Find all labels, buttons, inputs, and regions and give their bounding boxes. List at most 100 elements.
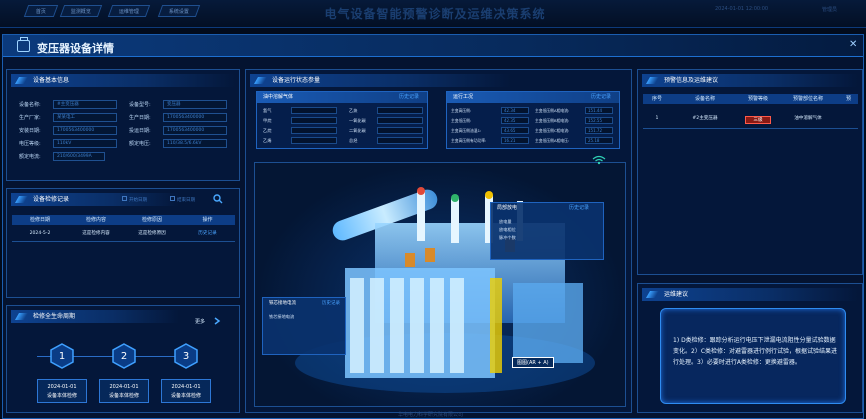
- footer-text: 华电电力科学研究院有限公司: [398, 412, 464, 418]
- step-date: 2024-01-01: [109, 384, 139, 390]
- condition-value: 42.35: [501, 117, 529, 124]
- condition-value: 16.21: [501, 137, 529, 144]
- gas-item-label: 二氧化碳: [349, 128, 366, 133]
- condition-label: 主变高压侧有功功率:: [451, 138, 487, 143]
- step-number: 2: [120, 350, 128, 362]
- maint-reason-cell: 这是检修原因: [138, 231, 166, 236]
- advice-title: 运维建议: [642, 288, 858, 301]
- warning-level-badge: 三级: [745, 116, 771, 124]
- col-maint-action: 操作: [180, 215, 235, 225]
- condition-label: 主变低压侧B相电流:: [535, 118, 570, 123]
- col-maint-date: 检修日期: [12, 215, 68, 225]
- field-value: 某某电工: [53, 113, 117, 122]
- col-more: 预: [839, 94, 858, 104]
- step-date: 2024-01-01: [47, 384, 77, 390]
- maint-content-cell: 这是检修内容: [82, 231, 110, 236]
- gas-item-value: [291, 127, 337, 134]
- maintenance-title: 设备检修记录: [11, 193, 179, 206]
- top-nav-bar: 首页 监测概览 运维管理 系统设置 电气设备智能预警诊断及运维决策系统 2024…: [0, 0, 866, 28]
- discharge-item: 放电相位: [499, 227, 516, 232]
- step-number: 3: [182, 350, 190, 362]
- iron-history-link[interactable]: 历史记录: [322, 301, 340, 306]
- user-label[interactable]: 管理员: [822, 7, 838, 13]
- advice-box: 1) D类检修：跟踪分析运行电压下泄漏电流阻性分量试验数据变化。2）C类检修：对…: [660, 308, 846, 404]
- step-label: 设备本体检修: [46, 393, 77, 399]
- nav-tab-settings[interactable]: 系统设置: [157, 5, 201, 17]
- condition-value: 43.65: [501, 127, 529, 134]
- start-date-input[interactable]: 开始日期: [119, 196, 157, 204]
- discharge-item: 脉冲个数: [499, 235, 516, 240]
- gas-item-value: [377, 107, 423, 114]
- warning-device-cell: #2主变压器: [692, 116, 718, 121]
- nav-tab-home[interactable]: 首页: [23, 5, 59, 17]
- step-number: 1: [58, 350, 66, 362]
- gas-subpanel: 油中溶解气体历史记录 氢气甲烷乙烷乙烯乙炔一氧化碳二氧化碳总烃: [256, 91, 428, 149]
- maintenance-record-panel: 设备检修记录 开始日期 结束日期 检修日期 检修内容 检修原因 操作 2024-…: [6, 188, 240, 298]
- field-label: 设备名称:: [19, 102, 41, 108]
- condition-value: 151.44: [585, 107, 613, 114]
- phase-label: 图图(AR + A): [512, 357, 554, 368]
- maint-date-cell: 2024-5-2: [29, 231, 51, 236]
- basic-info-panel: 设备基本信息 设备名称:#主变压器设备型号:变压器生产厂家:某某电工生产日期:1…: [6, 69, 240, 181]
- gas-item-label: 氢气: [263, 108, 272, 113]
- advice-panel: 运维建议 1) D类检修：跟踪分析运行电压下泄漏电流阻性分量试验数据变化。2）C…: [637, 283, 863, 413]
- running-status-panel: 设备运行状态参量 油中溶解气体历史记录 氢气甲烷乙烷乙烯乙炔一氧化碳二氧化碳总烃…: [245, 69, 632, 413]
- gas-item-label: 乙烷: [263, 128, 272, 133]
- warning-part-cell: 油中溶解气体: [794, 116, 822, 121]
- more-link[interactable]: 更多: [195, 319, 206, 325]
- gas-item-value: [291, 107, 337, 114]
- advice-text: 1) D类检修：跟踪分析运行电压下泄漏电流阻性分量试验数据变化。2）C类检修：对…: [673, 337, 838, 366]
- condition-history-link[interactable]: 历史记录: [590, 94, 611, 100]
- lifecycle-panel: 检修全生命周期 更多 1 2024-01-01 设备本体检修 2 2024-01-01 设…: [6, 305, 240, 413]
- step-card[interactable]: 2024-01-01 设备本体检修: [37, 379, 87, 403]
- condition-title: 运行工况历史记录: [447, 92, 619, 103]
- window-header: 变压器设备详情 ✕: [3, 35, 863, 57]
- gas-item-value: [291, 137, 337, 144]
- lifecycle-title: 检修全生命周期: [11, 310, 179, 323]
- wifi-icon: [592, 155, 606, 165]
- gas-item-value: [377, 117, 423, 124]
- discharge-item: 放电量: [499, 219, 512, 224]
- gas-item-value: [291, 117, 337, 124]
- field-value: 210/600/3499A: [53, 152, 105, 161]
- iron-core-subpanel: 铁芯接地电流历史记录 铁芯接地电流: [262, 297, 346, 355]
- field-value: 变压器: [163, 100, 227, 109]
- gas-item-label: 一氧化碳: [349, 118, 366, 123]
- maint-history-link[interactable]: 历史记录: [198, 231, 217, 236]
- search-icon[interactable]: [213, 194, 223, 204]
- condition-label: 主变低压侧:: [451, 118, 472, 123]
- window-title: 变压器设备详情: [37, 42, 114, 55]
- field-label: 生产日期:: [129, 115, 151, 121]
- clock-text: 2024-01-01 12:00:00: [715, 6, 769, 12]
- col-part: 预警部位名称: [777, 94, 839, 104]
- gas-item-label: 甲烷: [263, 118, 272, 123]
- end-date-input[interactable]: 结束日期: [167, 196, 205, 204]
- field-label: 安装日期:: [19, 128, 41, 134]
- chevron-right-icon[interactable]: [213, 317, 221, 325]
- step-label: 设备本体检修: [170, 393, 201, 399]
- basic-info-title: 设备基本信息: [11, 74, 235, 87]
- warning-title: 预警信息及运维建议: [642, 74, 858, 87]
- step-number-icon[interactable]: 1: [49, 343, 75, 369]
- gas-history-link[interactable]: 历史记录: [398, 94, 419, 100]
- nav-tab-maintenance[interactable]: 运维管理: [107, 5, 151, 17]
- field-label: 设备型号:: [129, 102, 151, 108]
- discharge-history-link[interactable]: 历史记录: [568, 205, 589, 211]
- step-number-icon[interactable]: 2: [111, 343, 137, 369]
- condition-label: 主变低压侧A相电流:: [535, 108, 570, 113]
- step-number-icon[interactable]: 3: [173, 343, 199, 369]
- discharge-subpanel: 局部放电历史记录 放电量放电相位脉冲个数: [490, 202, 604, 260]
- warning-panel: 预警信息及运维建议 序号 设备名称 预警等级 预警部位名称 预 1 #2主变压器…: [637, 69, 863, 275]
- transformer-illustration: [295, 187, 595, 393]
- close-icon[interactable]: ✕: [849, 39, 858, 50]
- field-value: 110kV: [53, 139, 117, 148]
- nav-tab-overview[interactable]: 监测概览: [59, 5, 103, 17]
- col-maint-content: 检修内容: [68, 215, 124, 225]
- col-device-name: 设备名称: [671, 94, 739, 104]
- transformer-view: [254, 155, 626, 407]
- col-no: 序号: [643, 94, 671, 104]
- gas-item-value: [377, 127, 423, 134]
